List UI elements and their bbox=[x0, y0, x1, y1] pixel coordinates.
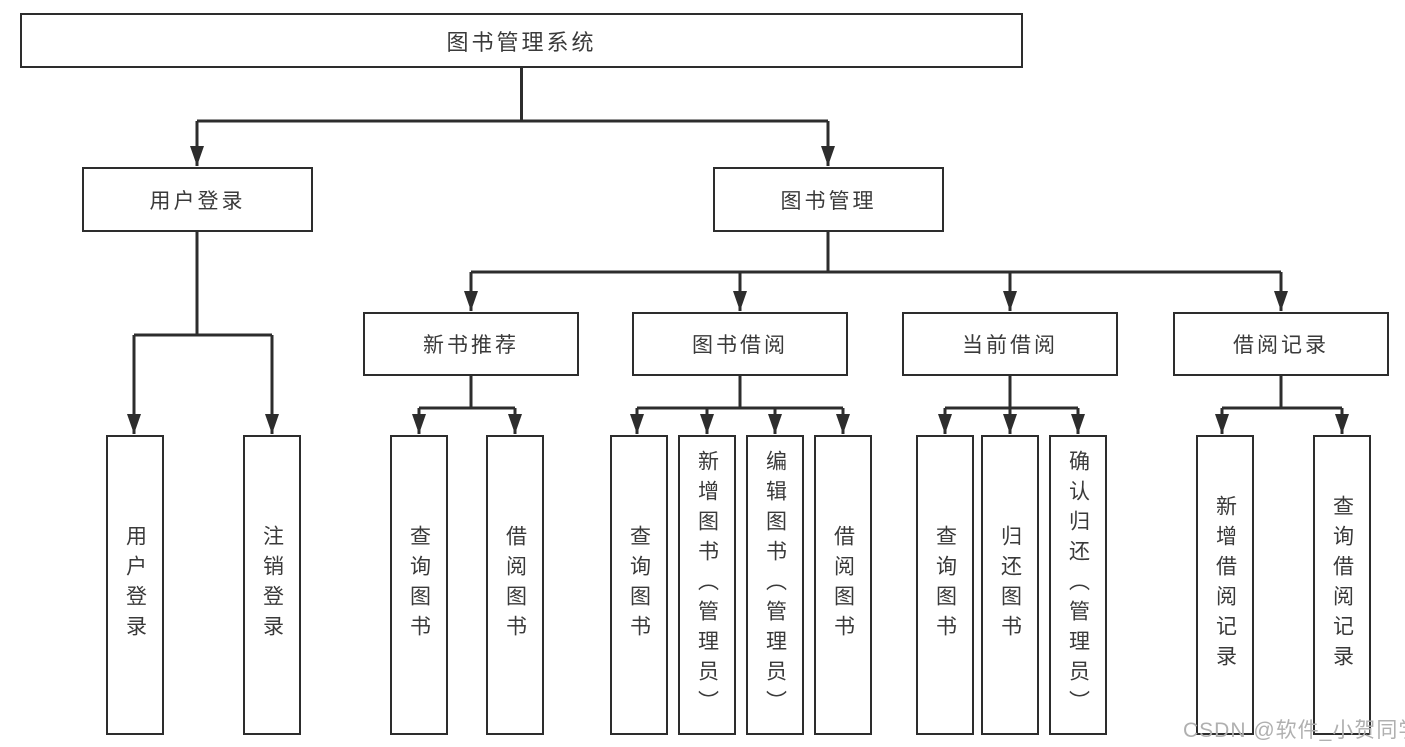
node-current-borrow: 当前借阅 bbox=[902, 312, 1118, 376]
leaf-label: 编辑图书（管理员） bbox=[763, 450, 787, 720]
leaf-borrow-books-2: 借阅图书 bbox=[814, 435, 872, 735]
node-book-management: 图书管理 bbox=[713, 167, 944, 232]
leaf-label: 查询图书 bbox=[407, 525, 431, 645]
node-label: 图书借阅 bbox=[692, 334, 788, 357]
csdn-watermark: CSDN @软件_小贺同学 bbox=[1183, 719, 1405, 742]
leaf-query-books-1: 查询图书 bbox=[390, 435, 448, 735]
node-label: 当前借阅 bbox=[962, 334, 1058, 357]
leaf-borrow-books-1: 借阅图书 bbox=[486, 435, 544, 735]
leaf-label: 借阅图书 bbox=[831, 525, 855, 645]
leaf-add-book-admin: 新增图书（管理员） bbox=[678, 435, 736, 735]
leaf-label: 查询图书 bbox=[627, 525, 651, 645]
leaf-query-books-2: 查询图书 bbox=[610, 435, 668, 735]
leaf-label: 确认归还（管理员） bbox=[1066, 450, 1090, 720]
leaf-edit-book-admin: 编辑图书（管理员） bbox=[746, 435, 804, 735]
leaf-label: 新增图书（管理员） bbox=[695, 450, 719, 720]
node-new-book-recommend: 新书推荐 bbox=[363, 312, 579, 376]
leaf-label: 查询借阅记录 bbox=[1330, 495, 1354, 675]
node-borrow-records: 借阅记录 bbox=[1173, 312, 1389, 376]
leaf-add-borrow-record: 新增借阅记录 bbox=[1196, 435, 1254, 735]
node-user-login: 用户登录 bbox=[82, 167, 313, 232]
node-book-borrow: 图书借阅 bbox=[632, 312, 848, 376]
node-label: 用户登录 bbox=[149, 189, 246, 213]
leaf-logout: 注销登录 bbox=[243, 435, 301, 735]
node-label: 图书管理系统 bbox=[446, 29, 597, 55]
leaf-label: 用户登录 bbox=[123, 525, 147, 645]
node-label: 图书管理 bbox=[780, 189, 877, 213]
leaf-label: 注销登录 bbox=[260, 525, 284, 645]
leaf-query-borrow-record: 查询借阅记录 bbox=[1313, 435, 1371, 735]
node-label: 借阅记录 bbox=[1233, 334, 1329, 357]
leaf-label: 查询图书 bbox=[933, 525, 957, 645]
node-library-management-system: 图书管理系统 bbox=[20, 13, 1023, 68]
leaf-user-login: 用户登录 bbox=[106, 435, 164, 735]
leaf-return-book: 归还图书 bbox=[981, 435, 1039, 735]
leaf-label: 归还图书 bbox=[998, 525, 1022, 645]
leaf-confirm-return-admin: 确认归还（管理员） bbox=[1049, 435, 1107, 735]
node-label: 新书推荐 bbox=[423, 334, 519, 357]
leaf-query-books-3: 查询图书 bbox=[916, 435, 974, 735]
leaf-label: 新增借阅记录 bbox=[1213, 495, 1237, 675]
connector-path bbox=[134, 68, 1342, 410]
leaf-label: 借阅图书 bbox=[503, 525, 527, 645]
